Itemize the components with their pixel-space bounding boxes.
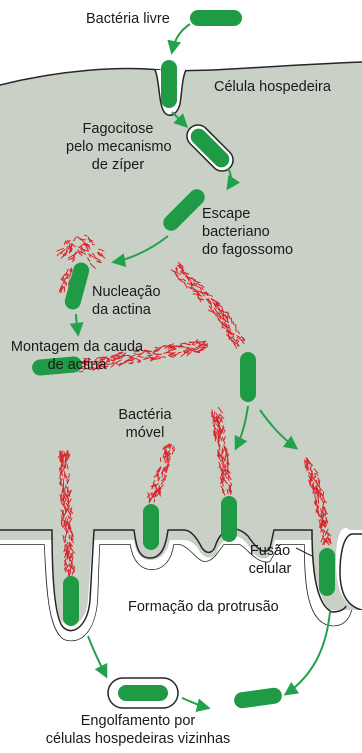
label-escape-1: Escape xyxy=(202,205,293,223)
actin-filament xyxy=(155,492,156,497)
actin-filament xyxy=(72,556,73,561)
label-fusion: Fusão celular xyxy=(240,542,300,578)
actin-filament xyxy=(66,282,67,286)
bacterium-protrusion-3 xyxy=(319,548,335,596)
label-escape: Escape bacteriano do fagossomo xyxy=(202,205,293,259)
actin-filament xyxy=(160,488,161,493)
arrow-1 xyxy=(172,24,190,52)
engulfed-vacuole xyxy=(108,678,178,708)
actin-filament xyxy=(95,255,96,259)
label-tail-assembly-2: de actina xyxy=(10,356,144,374)
label-escape-3: do fagossomo xyxy=(202,241,293,259)
actin-filament xyxy=(156,485,157,491)
actin-filament xyxy=(228,475,229,481)
label-tail-assembly: Montagem da cauda de actina xyxy=(10,338,144,374)
actin-filament xyxy=(222,449,223,456)
actin-filament xyxy=(233,334,234,337)
label-tail-assembly-1: Montagem da cauda xyxy=(10,338,144,356)
label-host-cell: Célula hospedeira xyxy=(214,78,331,96)
actin-filament xyxy=(316,480,317,485)
bacterium-protrusion-1 xyxy=(143,504,159,550)
label-escape-2: bacteriano xyxy=(202,223,293,241)
label-nucleation: Nucleação da actina xyxy=(92,283,161,319)
bacterium-protrusion-2 xyxy=(221,496,237,542)
actin-filament xyxy=(162,357,166,358)
label-phagocytosis: Fagocitose pelo mecanismo de zíper xyxy=(66,120,170,174)
actin-filament xyxy=(69,473,70,478)
actin-filament xyxy=(74,566,75,572)
actin-filament xyxy=(228,331,229,336)
label-motile: Bactéria móvel xyxy=(106,406,184,442)
bacterium-free xyxy=(190,10,242,26)
bacterium-protrusion-4 xyxy=(63,576,79,626)
actin-filament xyxy=(154,499,155,503)
actin-filament xyxy=(61,289,62,294)
label-engulfment: Engolfamento por células hospedeiras viz… xyxy=(30,712,246,748)
bacterium-motile xyxy=(240,352,256,402)
label-fusion-2: celular xyxy=(240,560,300,578)
label-motile-2: móvel xyxy=(106,424,184,442)
actin-filament xyxy=(60,482,61,486)
label-free-bacterium: Bactéria livre xyxy=(86,10,170,28)
label-engulfment-2: células hospedeiras vizinhas xyxy=(30,730,246,748)
label-nucleation-1: Nucleação xyxy=(92,283,161,301)
label-phagocytosis-1: Fagocitose xyxy=(66,120,170,138)
actin-filament xyxy=(69,275,70,279)
label-phagocytosis-2: pelo mecanismo xyxy=(66,138,170,156)
actin-filament xyxy=(319,480,320,488)
actin-filament xyxy=(66,547,67,551)
actin-filament xyxy=(228,316,229,319)
label-nucleation-2: da actina xyxy=(92,301,161,319)
actin-filament xyxy=(216,431,217,434)
actin-filament xyxy=(315,473,316,478)
actin-filament xyxy=(212,412,213,418)
actin-filament xyxy=(150,358,156,359)
bacterium-entering xyxy=(161,60,177,108)
actin-filament xyxy=(312,478,313,482)
actin-filament xyxy=(84,235,87,236)
actin-filament xyxy=(65,280,66,285)
label-phagocytosis-3: de zíper xyxy=(66,156,170,174)
actin-filament xyxy=(64,474,65,478)
actin-filament xyxy=(67,476,68,483)
actin-filament xyxy=(73,246,76,247)
actin-filament xyxy=(310,476,311,482)
label-motile-1: Bactéria xyxy=(106,406,184,424)
label-fusion-1: Fusão xyxy=(240,542,300,560)
actin-filament xyxy=(311,465,312,470)
actin-filament xyxy=(199,344,205,345)
label-engulfment-1: Engolfamento por xyxy=(30,712,246,730)
label-protrusion: Formação da protrusão xyxy=(128,598,279,616)
